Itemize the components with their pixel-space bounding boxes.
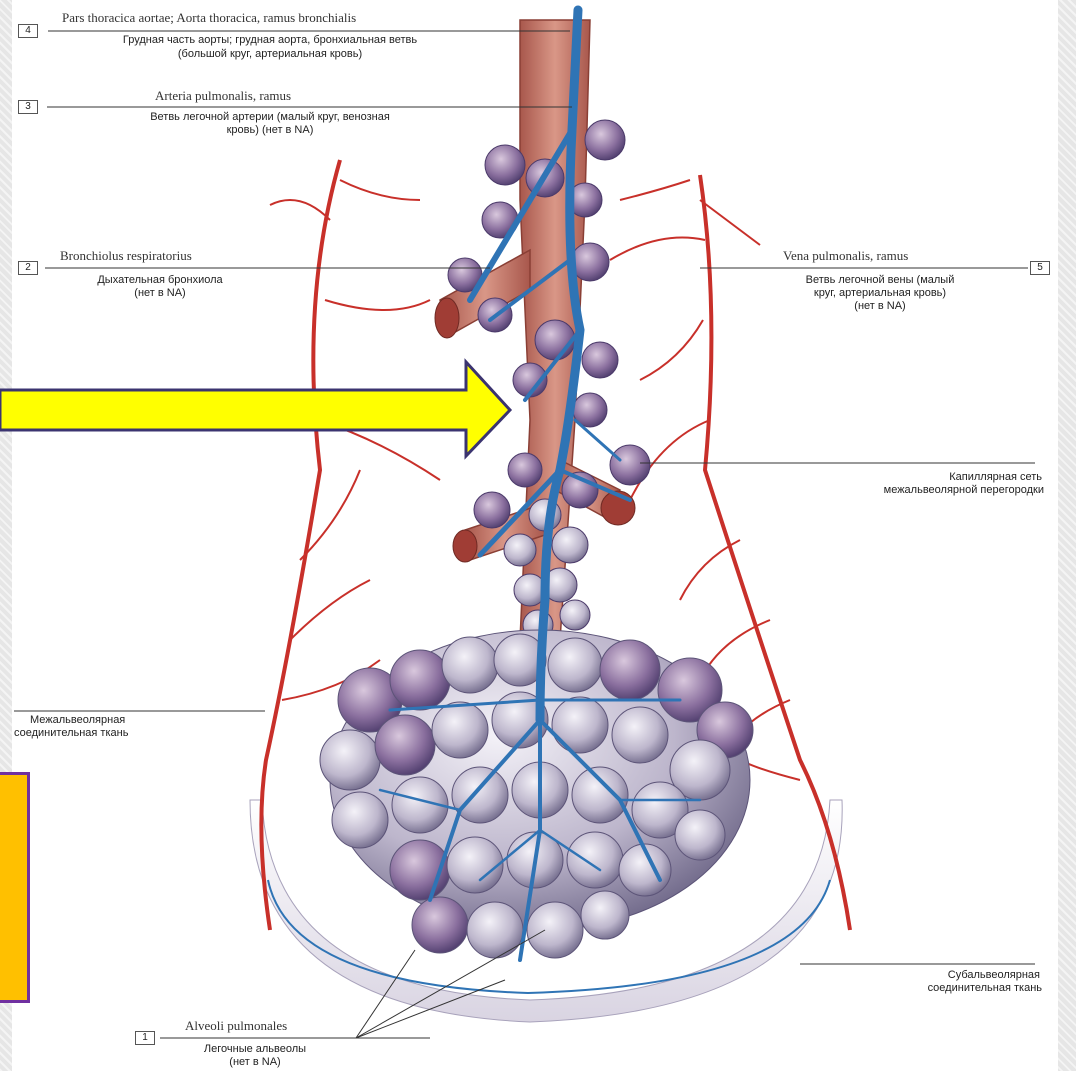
label-1-number: 1 [135,1031,155,1045]
capillary-label-line1: Капиллярная сеть [780,471,1042,484]
label-2-russian-line2: (нет в NA) [40,287,280,300]
label-5-russian-line1: Ветвь легочной вены (малый [740,274,1020,287]
subalveolar-label-line1: Субальвеолярная [830,969,1040,982]
label-1-latin: Alveoli pulmonales [185,1018,287,1033]
capillary-label-line2: межальвеолярной перегородки [780,484,1044,497]
label-4-russian-line1: Грудная часть аорты; грудная аорта, брон… [40,34,500,47]
interalveolar-label-line2: соединительная ткань [14,727,214,740]
label-4-latin: Pars thoracica aortae; Aorta thoracica, … [62,10,356,25]
label-1-russian-line1: Легочные альвеолы [170,1043,340,1056]
label-5-russian-line3: (нет в NA) [740,300,1020,313]
label-3-russian-line1: Ветвь легочной артерии (малый круг, вено… [60,111,480,124]
label-3-latin: Arteria pulmonalis, ramus [155,88,291,103]
interalveolar-label-line1: Межальвеолярная [30,714,230,727]
label-2-latin: Bronchiolus respiratorius [60,248,192,263]
label-3-number: 3 [18,100,38,114]
highlight-box [0,772,30,1003]
label-1-russian-line2: (нет в NA) [170,1056,340,1069]
label-4-number: 4 [18,24,38,38]
label-3-russian-line2: кровь) (нет в NA) [60,124,480,137]
label-5-number: 5 [1030,261,1050,275]
label-4-russian-line2: (большой круг, артериальная кровь) [40,48,500,61]
subalveolar-label-line2: соединительная ткань [830,982,1042,995]
label-5-latin: Vena pulmonalis, ramus [783,248,908,263]
label-5-russian-line2: круг, артериальная кровь) [740,287,1020,300]
highlight-arrow [0,362,510,456]
label-2-number: 2 [18,261,38,275]
label-2-russian-line1: Дыхательная бронхиола [40,274,280,287]
